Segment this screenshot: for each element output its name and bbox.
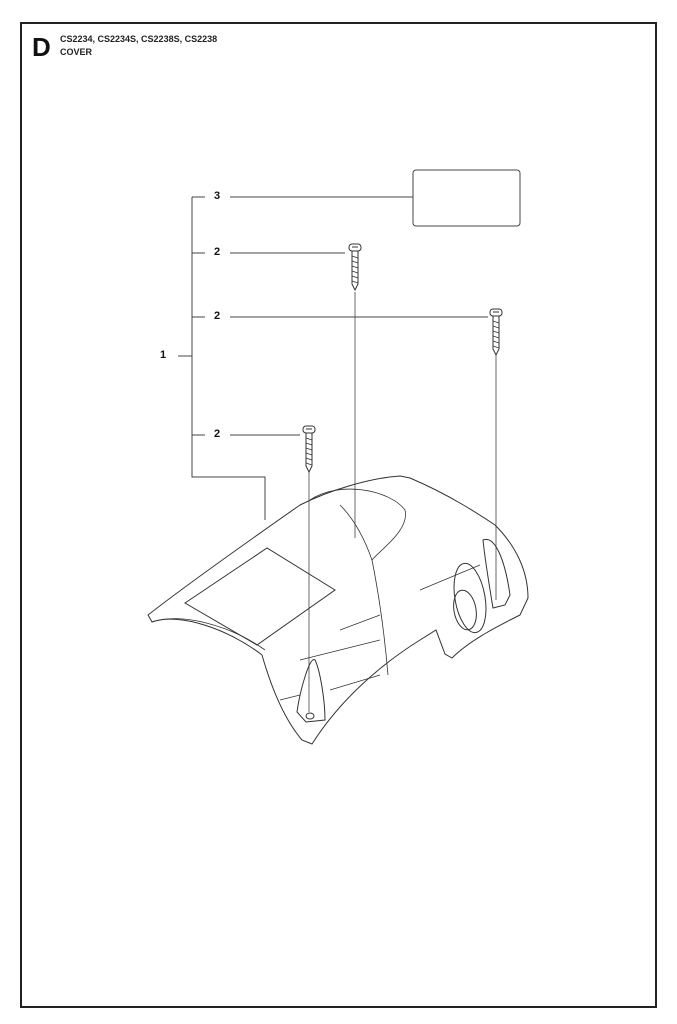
callout-part-1: 1 (160, 349, 167, 361)
callout-part-2: 2 (214, 310, 221, 322)
screw-icon (489, 308, 503, 357)
screw-icon (348, 243, 362, 292)
diagram-title: COVER (60, 47, 93, 57)
model-list: CS2234, CS2234S, CS2238S, CS2238 (60, 34, 218, 44)
screw-icon (302, 425, 316, 474)
label-decal (412, 169, 521, 227)
section-letter: D (32, 32, 51, 62)
callout-part-3: 3 (214, 190, 221, 202)
callout-part-2: 2 (214, 246, 221, 258)
leader-lines (178, 196, 497, 712)
cover-part (147, 475, 529, 745)
callout-part-2: 2 (214, 428, 221, 440)
page-frame (20, 22, 657, 1008)
